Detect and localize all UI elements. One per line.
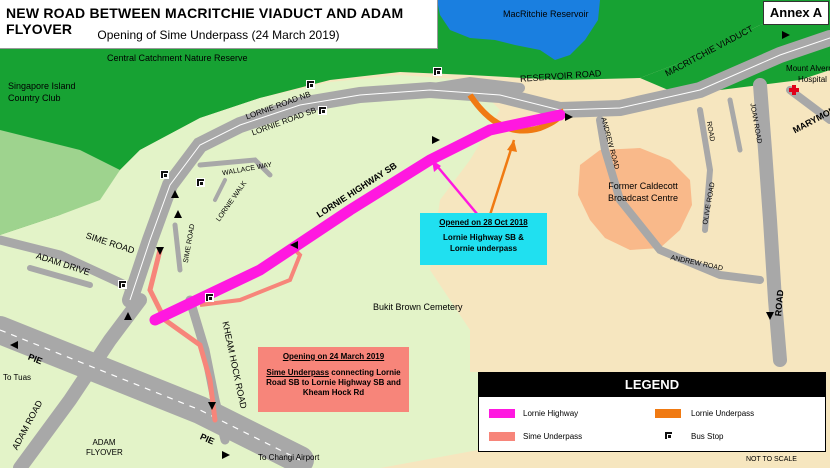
caldecott-label: Former Caldecott Broadcast Centre <box>607 181 679 203</box>
adam-flyover-label: ADAM FLYOVER <box>86 438 123 457</box>
adam-drive <box>27 265 93 288</box>
sime-callout: Opening on 24 March 2019 Sime Underpass … <box>258 347 409 412</box>
thomson-road <box>753 78 787 367</box>
map-subtitle: Opening of Sime Underpass (24 March 2019… <box>97 28 340 42</box>
lornie-centerline <box>129 37 830 301</box>
legend-label-bus-stop: Bus Stop <box>691 432 724 441</box>
legend-label-lornie-underpass: Lornie Underpass <box>691 409 755 418</box>
legend-swatch-lornie-highway <box>489 409 515 418</box>
sime-road-small <box>172 222 183 273</box>
lornie-callout: Opened on 28 Oct 2018 Lornie Highway SB … <box>420 213 547 265</box>
sime-callout-body: Sime Underpass connecting Lornie Road SB… <box>266 368 401 397</box>
central-catchment-forest <box>0 0 830 235</box>
bus-stop-icon <box>196 178 205 187</box>
reservoir-road <box>415 76 525 95</box>
sime-callout-heading: Opening on 24 March 2019 <box>282 352 385 361</box>
lornie-highway-route <box>149 109 566 326</box>
traffic-arrows <box>10 31 790 459</box>
scale-note: NOT TO SCALE <box>746 456 797 463</box>
lornie-walk <box>213 178 227 202</box>
bus-stop-icon <box>205 293 214 302</box>
legend-title: LEGEND <box>479 373 825 397</box>
bus-stop-icon <box>318 106 327 115</box>
joan-road <box>727 97 743 153</box>
central-catchment-label: Central Catchment Nature Reserve <box>107 53 248 63</box>
bus-stop-icon <box>433 67 442 76</box>
lornie-callout-body: Lornie Highway SB & Lornie underpass <box>443 233 524 253</box>
legend-swatch-sime-underpass <box>489 432 515 441</box>
lornie-callout-heading: Opened on 28 Oct 2018 <box>439 218 528 227</box>
lornie-pointer-head <box>432 160 441 172</box>
to-changi-label: To Changi Airport <box>258 453 320 462</box>
marymount-road <box>786 86 830 124</box>
annex-label: Annex A <box>763 1 829 25</box>
andrew-road <box>596 116 764 284</box>
to-tuas-label: To Tuas <box>3 373 32 382</box>
wallace-way <box>197 157 273 178</box>
pie-centerline <box>0 329 301 461</box>
macritchie-reservoir-water <box>437 0 600 60</box>
bus-stop-icon <box>664 431 673 440</box>
sime-road <box>0 235 130 290</box>
hospital-cross-v <box>792 85 796 95</box>
country-club-label: Singapore Island Country Club <box>8 81 76 103</box>
lornie-pointer-arrow <box>431 159 479 216</box>
bus-stop-icon <box>118 280 127 289</box>
legend-label-lornie-highway: Lornie Highway <box>523 409 579 418</box>
olive-road <box>697 107 714 233</box>
sime-underpass-route <box>147 247 218 423</box>
country-club-green <box>0 130 120 235</box>
underpass-pointer-arrow <box>488 139 516 216</box>
legend-swatch-lornie-underpass <box>655 409 681 418</box>
underpass-pointer-head <box>507 140 517 152</box>
caldecott-site <box>578 148 692 250</box>
legend: LEGEND Lornie Highway Lornie Underpass S… <box>478 372 826 452</box>
hospital-label: Mount Alvernia Hospital <box>786 64 830 84</box>
macritchie-reservoir-label: MacRitchie Reservoir <box>503 9 589 19</box>
bukit-brown-label: Bukit Brown Cemetery <box>373 302 463 312</box>
bus-stop-icon <box>160 170 169 179</box>
title-box: NEW ROAD BETWEEN MACRITCHIE VIADUCT AND … <box>0 0 438 49</box>
bus-stop-icon <box>306 80 315 89</box>
legend-label-sime-underpass: Sime Underpass <box>523 432 583 441</box>
map-title: NEW ROAD BETWEEN MACRITCHIE VIADUCT AND … <box>6 5 404 37</box>
